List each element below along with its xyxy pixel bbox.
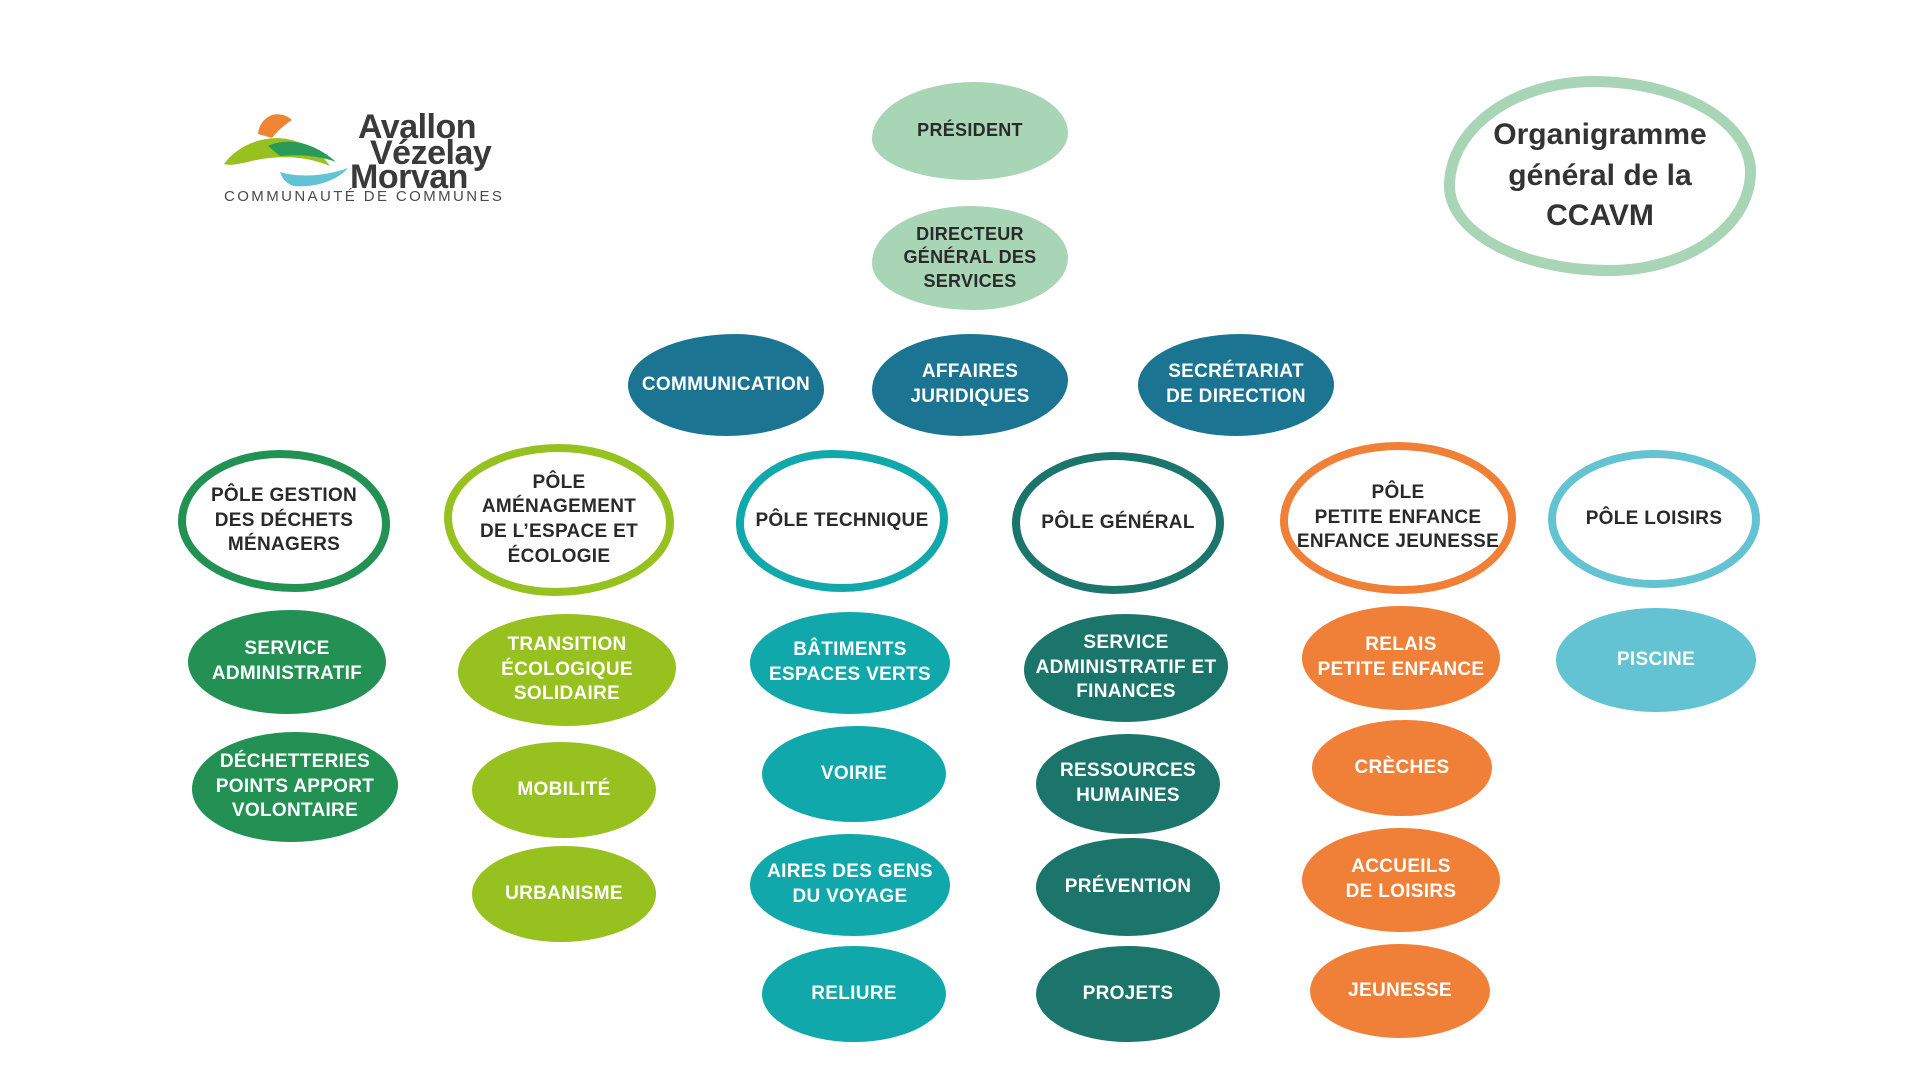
service-node: MOBILITÉ [472,742,656,838]
secretariat-direction-node: SECRÉTARIAT DE DIRECTION [1138,334,1334,436]
pole-general-header: PÔLE GÉNÉRAL [1012,452,1224,594]
communication-node: COMMUNICATION [628,334,824,436]
ccavm-logo: Avallon Vézelay Morvan COMMUNAUTÉ DE COM… [220,100,520,210]
service-node: VOIRIE [762,726,946,822]
service-node: RESSOURCES HUMAINES [1036,734,1220,834]
page-title: Organigramme général de la CCAVM [1444,76,1756,276]
dgs-node: DIRECTEUR GÉNÉRAL DES SERVICES [872,206,1068,310]
service-node: RELAIS PETITE ENFANCE [1302,606,1500,710]
pole-petite-enfance-header: PÔLE PETITE ENFANCE ENFANCE JEUNESSE [1280,442,1516,594]
service-node: PISCINE [1556,608,1756,712]
affaires-juridiques-node: AFFAIRES JURIDIQUES [872,334,1068,436]
logo-word-avallon: Avallon [358,108,477,146]
president-node: PRÉSIDENT [872,82,1068,180]
service-node: BÂTIMENTS ESPACES VERTS [750,612,950,714]
pole-technique-header: PÔLE TECHNIQUE [736,450,948,592]
service-node: TRANSITION ÉCOLOGIQUE SOLIDAIRE [458,614,676,726]
logo-subtitle: COMMUNAUTÉ DE COMMUNES [224,188,505,205]
logo-hills-icon [224,114,348,187]
service-node: PRÉVENTION [1036,838,1220,936]
service-node: CRÈCHES [1312,720,1492,816]
service-node: AIRES DES GENS DU VOYAGE [750,834,950,936]
service-node: SERVICE ADMINISTRATIF ET FINANCES [1024,614,1228,722]
service-node: ACCUEILS DE LOISIRS [1302,828,1500,932]
pole-loisirs-header: PÔLE LOISIRS [1548,450,1760,588]
logo-word-vezelay: Vézelay [370,134,492,172]
service-node: URBANISME [472,846,656,942]
service-node: PROJETS [1036,946,1220,1042]
service-node: RELIURE [762,946,946,1042]
service-node: DÉCHETTERIES POINTS APPORT VOLONTAIRE [192,732,398,842]
logo-word-morvan: Morvan [350,158,468,196]
service-node: SERVICE ADMINISTRATIF [188,610,386,714]
pole-amenagement-header: PÔLE AMÉNAGEMENT DE L’ESPACE ET ÉCOLOGIE [444,444,674,596]
service-node: JEUNESSE [1310,944,1490,1038]
pole-dechets-header: PÔLE GESTION DES DÉCHETS MÉNAGERS [178,450,390,592]
